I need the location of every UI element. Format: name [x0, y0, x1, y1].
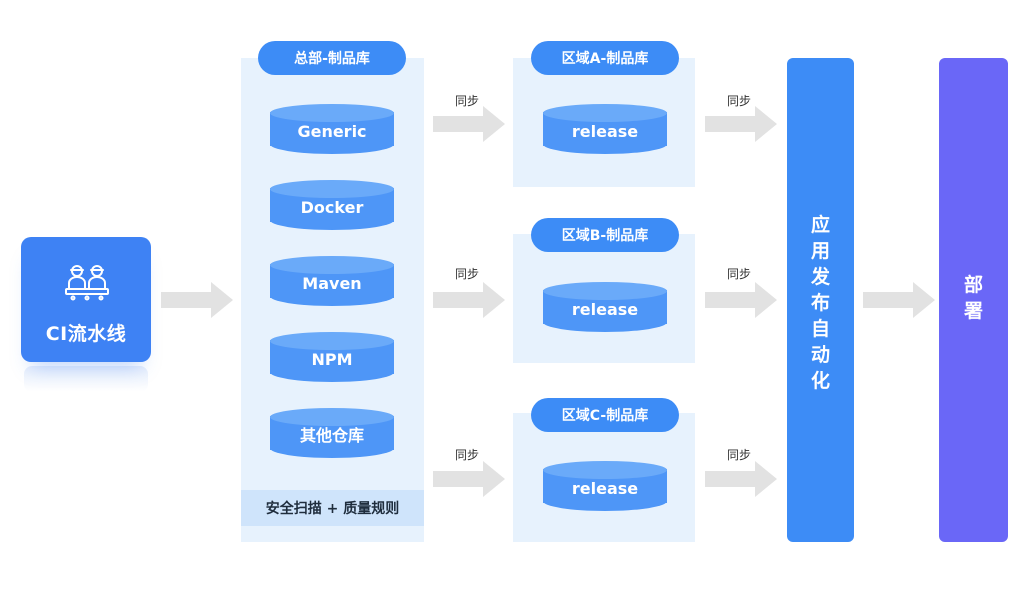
arrow-ci-to-hq [161, 282, 233, 318]
repo-label: Docker [300, 198, 364, 217]
repo-cylinder-npm: NPM [270, 332, 394, 382]
repo-label: release [571, 300, 639, 319]
ci-pipeline-label: CI流水线 [45, 323, 127, 345]
ci-pipeline-shadow [24, 366, 148, 392]
region-c-title: 区域C-制品库 [531, 398, 679, 432]
sync-label-c-release: 同步 [727, 448, 752, 462]
region-a-release-cylinder: release [543, 104, 667, 154]
repo-cylinder-docker: Docker [270, 180, 394, 230]
arrow-release-to-deploy [863, 282, 935, 318]
auto-release-label: 应用发布自动化 [810, 214, 830, 392]
arrow-hq-to-region-c [433, 461, 505, 497]
hq-repository-title: 总部-制品库 [258, 41, 406, 75]
repo-label: release [571, 479, 639, 498]
region-b-release-cylinder: release [543, 282, 667, 332]
sync-label-a-release: 同步 [727, 94, 752, 108]
sync-label-b-release: 同步 [727, 267, 752, 281]
ci-pipeline-box: CI流水线 [21, 237, 151, 362]
repo-label: release [571, 122, 639, 141]
arrow-hq-to-region-a [433, 106, 505, 142]
arrow-region-b-to-release [705, 282, 777, 318]
sync-label-b: 同步 [455, 267, 480, 281]
deploy-box: 部署 [939, 58, 1008, 542]
arrow-hq-to-region-b [433, 282, 505, 318]
hq-security-footer: 安全扫描 + 质量规则 [241, 490, 424, 526]
arrow-region-c-to-release [705, 461, 777, 497]
auto-release-box: 应用发布自动化 [787, 58, 854, 542]
repo-label: 其他仓库 [299, 426, 364, 445]
repo-cylinder-maven: Maven [270, 256, 394, 306]
region-b-title: 区域B-制品库 [531, 218, 679, 252]
repo-cylinder-generic: Generic [270, 104, 394, 154]
repo-label: NPM [311, 350, 353, 369]
region-c-release-cylinder: release [543, 461, 667, 511]
repo-cylinder-other: 其他仓库 [270, 408, 394, 458]
region-a-title: 区域A-制品库 [531, 41, 679, 75]
arrow-region-a-to-release [705, 106, 777, 142]
workers-icon [65, 265, 109, 301]
sync-label-c: 同步 [455, 448, 480, 462]
repo-label: Maven [302, 274, 362, 293]
sync-label-a: 同步 [455, 94, 480, 108]
repo-label: Generic [297, 122, 367, 141]
deploy-label: 部署 [963, 274, 983, 322]
